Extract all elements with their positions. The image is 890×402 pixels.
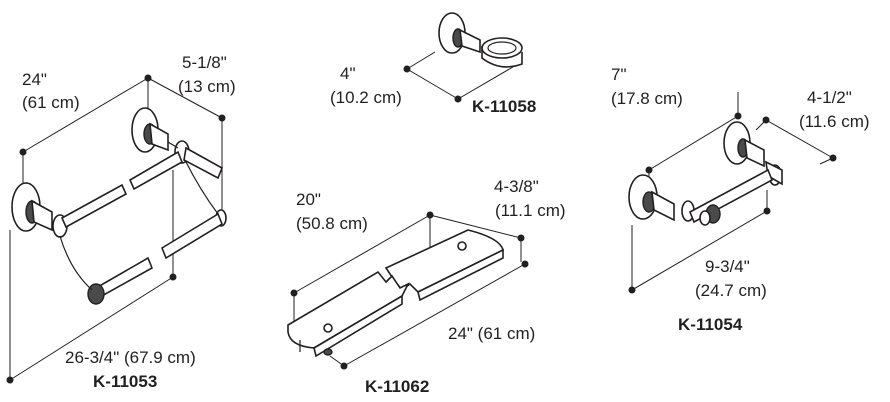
tumbler-holder-illustration <box>438 12 523 68</box>
towel-bar-overall-label: 26-3/4" (67.9 cm) <box>65 348 196 367</box>
tissue-holder-length-label: 9-3/4" <box>705 257 750 276</box>
shelf-dimension-lines <box>290 211 529 370</box>
towel-bar-k11053: 24" (61 cm) 5-1/8" (13 cm) 26-3/4" (67.9… <box>6 53 236 391</box>
tissue-holder-height-cm-label: (17.8 cm) <box>611 89 683 108</box>
tissue-holder-roller <box>688 168 774 226</box>
tumbler-dimension-lines <box>403 51 519 103</box>
tissue-holder-k11054: 7" (17.8 cm) 4-1/2" (11.6 cm) 9-3/4" (24… <box>611 65 870 334</box>
tissue-holder-depth-cm-label: (11.6 cm) <box>799 112 870 131</box>
tissue-holder-front-post <box>628 174 695 222</box>
shelf-overall-label: 24" (61 cm) <box>448 324 535 343</box>
shelf-length-label: 20" <box>296 190 321 209</box>
tumbler-depth-label: 4" <box>340 64 356 83</box>
towel-bar-model-label: K-11053 <box>93 372 157 391</box>
tissue-holder-depth-label: 4-1/2" <box>807 88 852 107</box>
towel-bar-length-label: 24" <box>22 70 47 89</box>
tissue-holder-model-label: K-11054 <box>678 315 743 334</box>
shelf-model-label: K-11062 <box>365 377 429 396</box>
shelf-depth-label: 4-3/8" <box>494 177 539 196</box>
tumbler-model-label: K-11058 <box>472 97 536 116</box>
shelf-illustration <box>287 229 504 358</box>
tissue-holder-length-cm-label: (24.7 cm) <box>695 281 767 300</box>
towel-bar-rod-lower <box>59 212 223 305</box>
towel-bar-front-post <box>11 182 68 238</box>
shelf-length-cm-label: (50.8 cm) <box>296 214 368 233</box>
tissue-holder-back-post <box>723 121 783 186</box>
shelf-depth-cm-label: (11.1 cm) <box>495 201 566 220</box>
tumbler-holder-k11058: 4" (10.2 cm) K-11058 <box>330 12 536 116</box>
towel-bar-dimension-lines <box>6 74 226 384</box>
tissue-holder-height-label: 7" <box>611 65 627 84</box>
towel-bar-back-post <box>131 107 190 164</box>
towel-bar-rod-upper <box>60 146 227 229</box>
towel-bar-length-cm-label: (61 cm) <box>22 93 80 112</box>
towel-bar-depth-label: 5-1/8" <box>182 53 227 72</box>
shelf-k11062: 20" (50.8 cm) 4-3/8" (11.1 cm) 24" (61 c… <box>287 177 566 396</box>
tumbler-depth-cm-label: (10.2 cm) <box>330 88 402 107</box>
towel-bar-depth-cm-label: (13 cm) <box>178 77 236 96</box>
tissue-holder-dimension-lines <box>628 92 837 294</box>
